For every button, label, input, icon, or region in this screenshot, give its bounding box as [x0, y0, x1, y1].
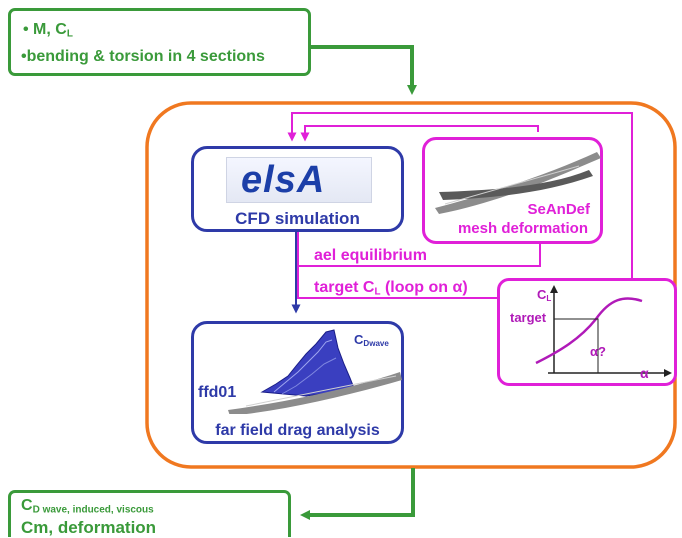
ffd-label: far field drag analysis: [215, 422, 380, 439]
cl-alpha-box: CL target α? α: [497, 278, 677, 386]
ael-loop-line: [297, 232, 541, 267]
mesh-to-cfd-line: [300, 125, 539, 142]
ael-equilibrium-label: ael equilibrium: [314, 247, 427, 264]
mesh-label: mesh deformation: [457, 220, 588, 237]
target-loop-line: [297, 266, 500, 299]
curve-to-cfd-line: [287, 112, 633, 278]
target-tick-label: target: [510, 310, 547, 325]
mesh-tool-name: SeAnDef: [527, 201, 590, 218]
outputs-line-1: CD wave, induced, viscous: [21, 497, 154, 516]
elsa-logo-text: elsA: [241, 159, 326, 201]
inputs-line-1: • M, CL: [23, 21, 73, 40]
cfd-label: CFD simulation: [235, 209, 360, 228]
cl-axis-label: CL: [537, 287, 552, 303]
cl-alpha-plot: [535, 285, 672, 377]
wing-mesh-image: [435, 152, 601, 214]
alpha-question-label: α?: [590, 344, 606, 359]
outputs-line-2: Cm, deformation: [21, 518, 157, 537]
input-arrow: [305, 45, 417, 95]
cfd-box: elsA CFD simulation: [191, 146, 404, 232]
elsa-logo: elsA: [226, 157, 372, 203]
drag-visualization-image: [228, 329, 402, 414]
inputs-line-2: •bending & torsion in 4 sections: [21, 48, 265, 65]
mesh-box: SeAnDef mesh deformation: [422, 137, 603, 244]
target-cl-label: target CL (loop on α): [314, 279, 468, 298]
ffd-tool-name: ffd01: [198, 384, 237, 401]
alpha-axis-label: α: [640, 365, 649, 381]
cd-wave-label: CDwave: [354, 332, 389, 348]
inputs-box: • M, CL •bending & torsion in 4 sections: [8, 8, 311, 76]
ffd-box: CDwave ffd01 far field drag analysis: [191, 321, 404, 444]
output-arrow: [300, 468, 415, 520]
outputs-box: CD wave, induced, viscous Cm, deformatio…: [8, 490, 291, 537]
